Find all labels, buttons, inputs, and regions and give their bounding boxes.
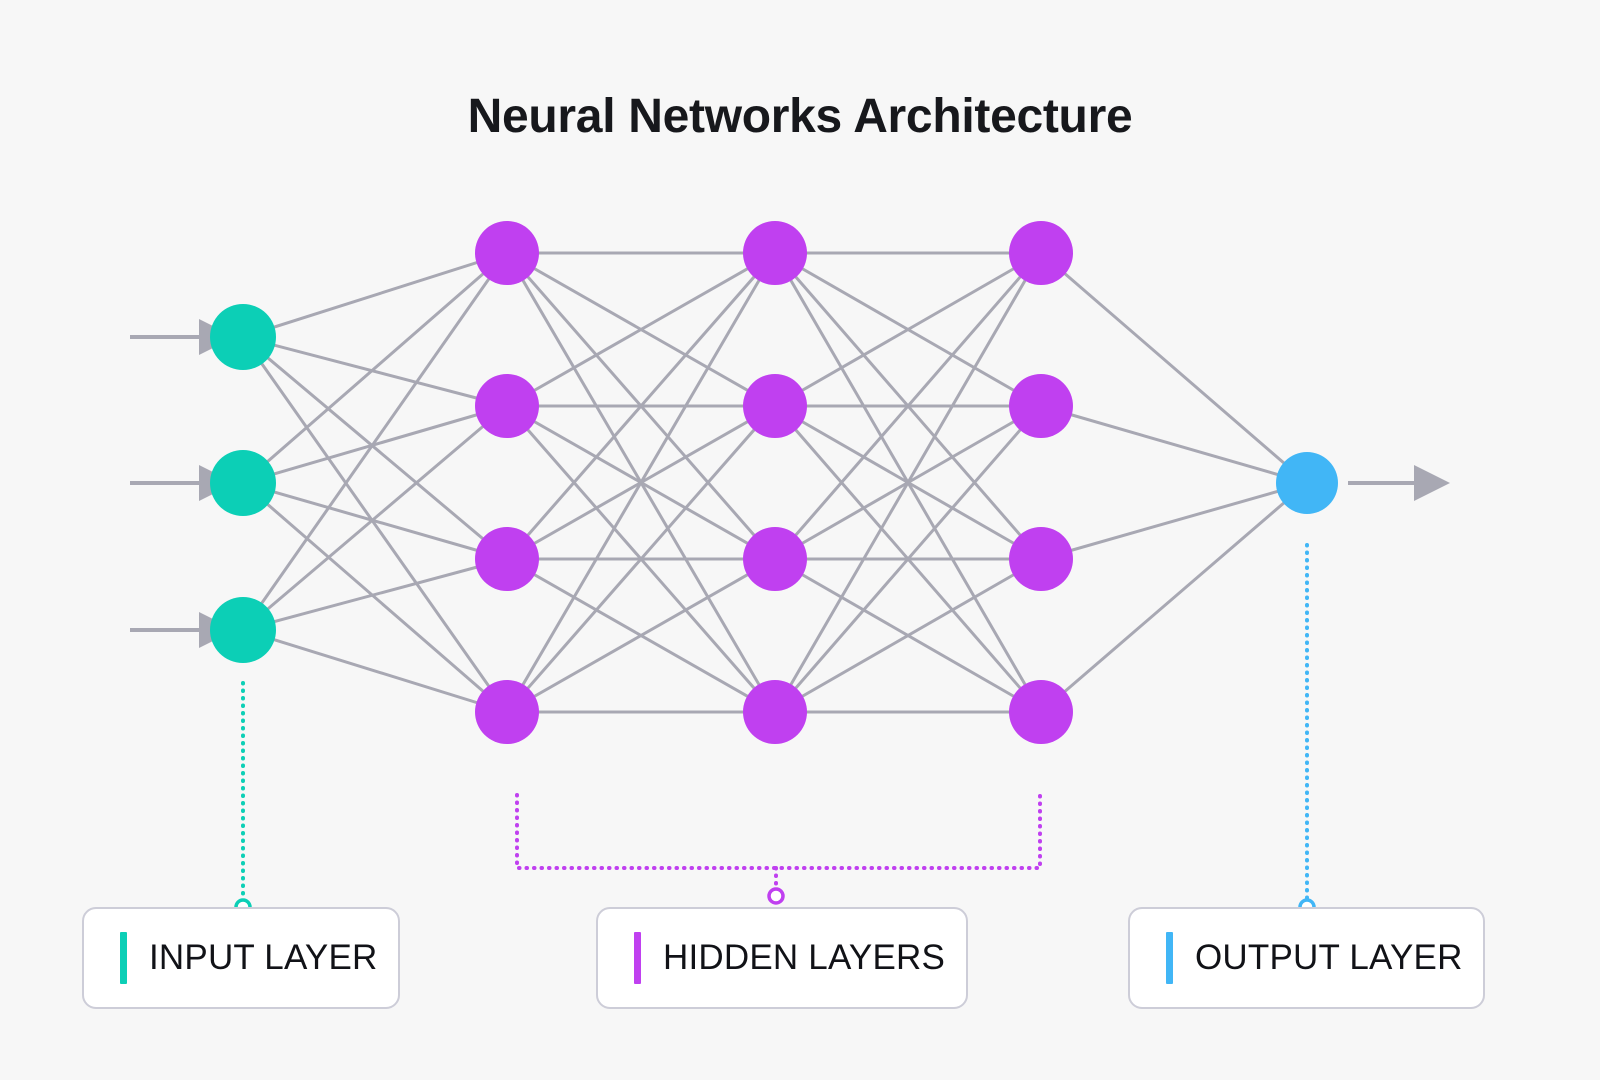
edge [242, 481, 508, 714]
edge [241, 252, 509, 631]
node-hidden-2-1 [743, 221, 807, 285]
edge [242, 335, 508, 408]
node-hidden-1-2 [475, 374, 539, 438]
edge [506, 557, 776, 714]
edge [1040, 481, 1308, 561]
edge [1040, 251, 1308, 485]
node-input-2 [210, 450, 276, 516]
legend-item-input-layer[interactable]: INPUT LAYER [82, 907, 400, 1009]
node-hidden-1-1 [475, 221, 539, 285]
edge [773, 252, 1043, 560]
edge [505, 252, 777, 560]
legend-label-hidden: HIDDEN LAYERS [663, 938, 946, 977]
node-hidden-2-4 [743, 680, 807, 744]
node-output-1 [1276, 452, 1338, 514]
edge [1040, 404, 1308, 485]
edge [506, 251, 776, 408]
node-hidden-3-4 [1009, 680, 1073, 744]
node-hidden-1-4 [475, 680, 539, 744]
io-arrows [130, 319, 1450, 648]
node-hidden-2-3 [743, 527, 807, 591]
node-hidden-3-3 [1009, 527, 1073, 591]
edge [242, 335, 508, 561]
edge [242, 557, 508, 632]
node-input-1 [210, 304, 276, 370]
connection-edges [241, 251, 1308, 714]
node-hidden-2-2 [743, 374, 807, 438]
neuron-nodes [210, 221, 1338, 744]
edge [242, 251, 508, 485]
node-hidden-1-3 [475, 527, 539, 591]
edge [505, 252, 777, 713]
edge [242, 481, 508, 561]
edge [242, 404, 508, 485]
edge [242, 404, 508, 632]
legend-label-input: INPUT LAYER [149, 938, 378, 977]
edge [241, 336, 509, 713]
edge [242, 628, 508, 714]
edge [773, 252, 1043, 713]
node-input-3 [210, 597, 276, 663]
legend-item-hidden-layers[interactable]: HIDDEN LAYERS [596, 907, 968, 1009]
edge [242, 251, 508, 339]
connector-marker-hidden [767, 887, 785, 905]
legend-color-bar-output [1166, 932, 1173, 984]
page-title: Neural Networks Architecture [467, 90, 1133, 143]
edge [1040, 481, 1308, 714]
legend-label-output: OUTPUT LAYER [1195, 938, 1463, 977]
node-hidden-3-1 [1009, 221, 1073, 285]
legend-item-output-layer[interactable]: OUTPUT LAYER [1128, 907, 1485, 1009]
legend-color-bar-input [120, 932, 127, 984]
edge [773, 405, 1043, 713]
edge [774, 251, 1042, 408]
edge [774, 557, 1042, 714]
node-hidden-3-2 [1009, 374, 1073, 438]
connector-bracket-hidden [515, 793, 1042, 870]
legend-color-bar-hidden [634, 932, 641, 984]
edge [505, 405, 777, 713]
